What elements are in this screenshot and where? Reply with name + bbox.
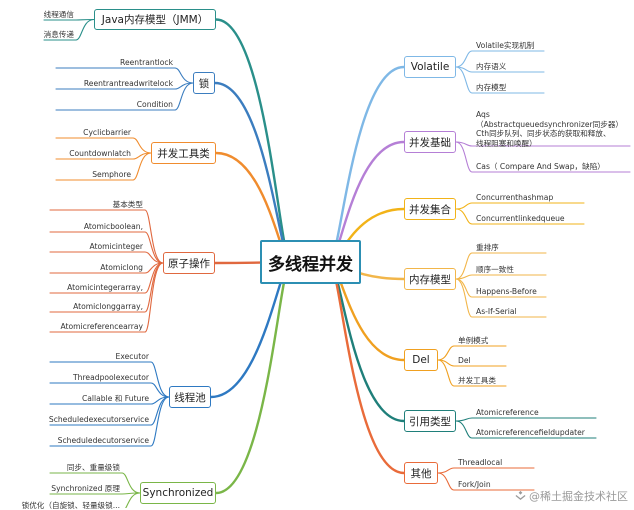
leaf-pool-2[interactable]: Callable 和 Future <box>81 394 149 403</box>
leaf-lock-2[interactable]: Condition <box>136 100 173 109</box>
branch-node-basics[interactable]: 并发基础 <box>404 131 456 153</box>
leaf-tools-2[interactable]: Semphore <box>92 170 131 179</box>
leaf-connector <box>455 66 545 94</box>
leaf-connector <box>455 202 585 210</box>
branch-node-sync[interactable]: Synchronized <box>140 482 216 504</box>
leaf-del-0[interactable]: 单例模式 <box>458 336 489 345</box>
leaf-connector <box>455 278 547 318</box>
leaf-sync-0[interactable]: 同步、重量级锁 <box>66 463 120 472</box>
leaf-connector <box>55 67 194 84</box>
leaf-ref-1[interactable]: Atomicreferencefieldupdater <box>476 428 585 437</box>
watermark: @稀土掘金技术社区 <box>515 488 628 504</box>
leaf-connector <box>55 82 194 111</box>
leaf-memmodel-2[interactable]: Happens-Before <box>476 287 537 296</box>
leaf-pool-0[interactable]: Executor <box>115 352 149 361</box>
branch-node-lock[interactable]: 锁 <box>193 72 215 94</box>
leaf-connector <box>49 361 170 398</box>
branch-node-jmm[interactable]: Java内存模型（JMM） <box>94 9 216 30</box>
leaf-basics-0[interactable]: Aqs （Abstractqueuedsynchronizer同步器） Cth同… <box>476 110 624 148</box>
leaf-basics-1[interactable]: Cas（ Compare And Swap，缺陷） <box>476 162 605 171</box>
branch-node-pool[interactable]: 线程池 <box>169 386 211 408</box>
leaf-atomic-0[interactable]: 基本类型 <box>112 200 143 209</box>
branch-node-memmodel[interactable]: 内存模型 <box>404 268 456 290</box>
leaf-sync-2[interactable]: 锁优化（自旋锁、轻量级锁... <box>21 501 120 510</box>
leaf-connector <box>125 492 141 508</box>
leaf-connector <box>455 252 547 280</box>
leaf-connector <box>43 18 95 41</box>
juejin-logo-icon <box>515 490 526 500</box>
leaf-ref-0[interactable]: Atomicreference <box>476 408 539 417</box>
leaf-connector <box>437 472 535 491</box>
leaf-del-1[interactable]: Del <box>458 356 471 365</box>
leaf-connector <box>55 152 152 181</box>
leaf-other-0[interactable]: Threadlocal <box>458 458 503 467</box>
leaf-connector <box>49 396 170 447</box>
leaf-del-2[interactable]: 并发工具类 <box>458 376 496 385</box>
leaf-volatile-1[interactable]: 内存语义 <box>476 62 507 71</box>
leaf-jmm-1[interactable]: 消息传递 <box>43 30 74 39</box>
leaf-connector <box>437 345 507 361</box>
leaf-atomic-4[interactable]: Atomicintegerarray, <box>67 283 143 292</box>
leaf-connector <box>49 209 164 264</box>
leaf-connector <box>455 141 631 147</box>
leaf-pool-1[interactable]: Threadpoolexecutor <box>73 373 149 382</box>
leaf-connector <box>49 231 164 264</box>
leaf-connector <box>49 382 170 398</box>
leaf-connector <box>49 251 164 264</box>
leaf-sync-1[interactable]: Synchronized 原理 <box>51 484 120 493</box>
leaf-connector <box>455 420 597 439</box>
leaf-collections-0[interactable]: Concurrenthashmap <box>476 193 554 202</box>
central-topic[interactable]: 多线程并发 <box>260 240 361 284</box>
leaf-connector <box>437 359 507 367</box>
branch-node-tools[interactable]: 并发工具类 <box>151 142 216 164</box>
leaf-volatile-0[interactable]: Volatile实现机制 <box>476 41 535 50</box>
leaf-tools-1[interactable]: Countdownlatch <box>69 149 131 158</box>
leaf-connector <box>437 467 535 474</box>
leaf-pool-4[interactable]: Scheduledecutorservice <box>57 436 149 445</box>
leaf-atomic-3[interactable]: Atomiclong <box>100 263 143 272</box>
leaf-memmodel-1[interactable]: 顺序一致性 <box>476 265 514 274</box>
leaf-connector <box>43 18 95 21</box>
leaf-atomic-1[interactable]: Atomicboolean, <box>83 222 143 231</box>
leaf-lock-1[interactable]: Reentrantreadwritelock <box>83 79 173 88</box>
leaf-connector <box>455 417 597 422</box>
leaf-other-1[interactable]: Fork/Join <box>458 480 491 489</box>
leaf-atomic-6[interactable]: Atomicreferencearray <box>60 322 143 331</box>
leaf-atomic-5[interactable]: Atomiclonggarray, <box>73 302 143 311</box>
branch-node-other[interactable]: 其他 <box>404 462 438 484</box>
leaf-volatile-2[interactable]: 内存模型 <box>476 83 507 92</box>
leaf-connector <box>49 262 164 333</box>
leaf-connector <box>455 50 545 68</box>
branch-node-volatile[interactable]: Volatile <box>404 56 456 78</box>
leaf-connector <box>455 141 631 173</box>
leaf-atomic-2[interactable]: Atomicinteger <box>89 242 143 251</box>
watermark-text: @稀土掘金技术社区 <box>529 490 628 503</box>
leaf-connector <box>49 472 141 494</box>
leaf-tools-0[interactable]: Cyclicbarrier <box>83 128 131 137</box>
leaf-pool-3[interactable]: Scheduledexecutorservice <box>48 415 149 424</box>
branch-node-collections[interactable]: 并发集合 <box>404 198 456 220</box>
branch-node-del[interactable]: Del <box>404 349 438 371</box>
branch-node-ref[interactable]: 引用类型 <box>404 410 456 432</box>
leaf-memmodel-0[interactable]: 重排序 <box>476 243 499 252</box>
branch-node-atomic[interactable]: 原子操作 <box>163 252 215 274</box>
branch-connector <box>214 260 292 495</box>
leaf-jmm-0[interactable]: 线程通信 <box>43 10 74 19</box>
leaf-connector <box>55 137 152 154</box>
leaf-connector <box>455 274 547 280</box>
leaf-connector <box>49 492 141 495</box>
leaf-collections-1[interactable]: Concurrentlinkedqueue <box>476 214 565 223</box>
leaf-connector <box>437 359 507 387</box>
leaf-lock-0[interactable]: Reentrantlock <box>120 58 173 67</box>
leaf-memmodel-3[interactable]: As-If-Serial <box>476 307 517 316</box>
leaf-connector <box>455 208 585 225</box>
